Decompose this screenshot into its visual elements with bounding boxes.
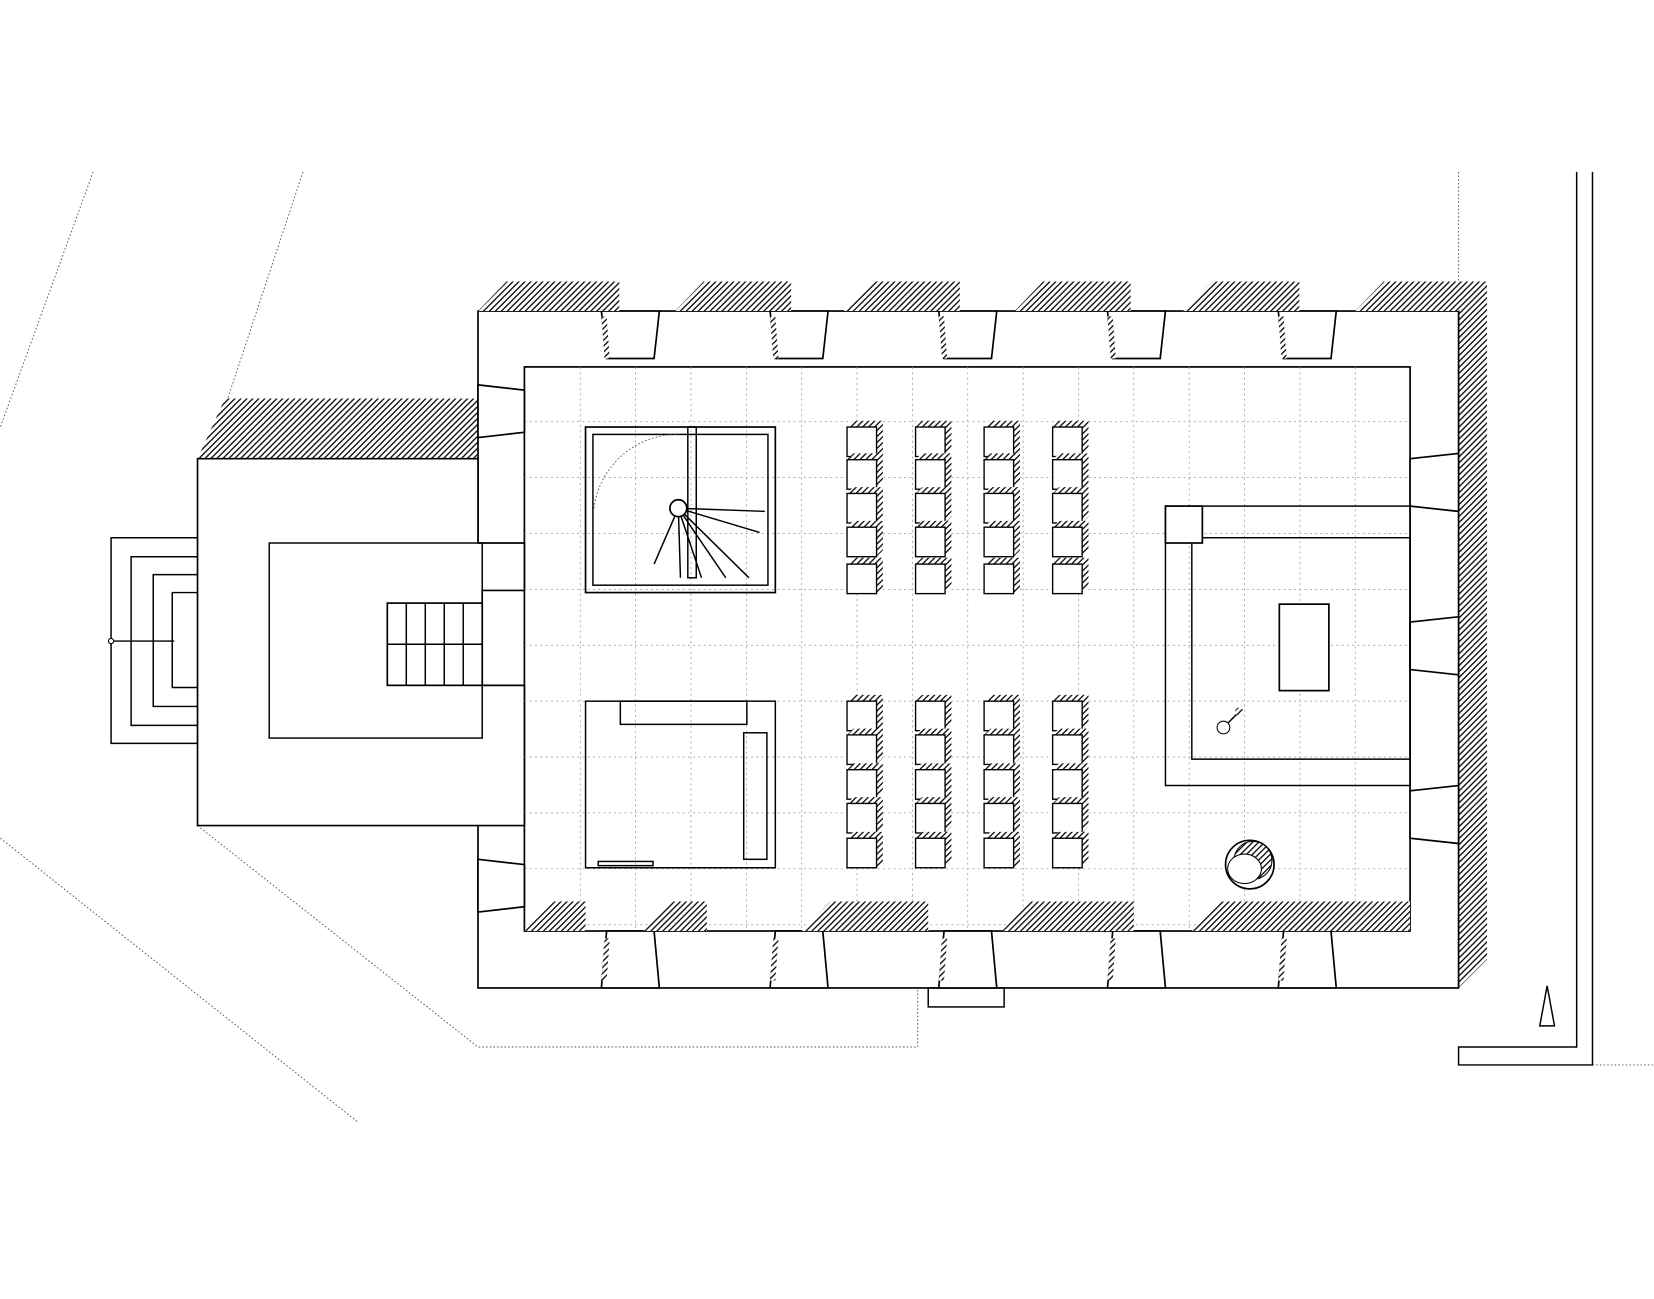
wall-shadow	[1355, 281, 1459, 312]
window-reveal	[770, 938, 779, 981]
chair	[1051, 453, 1089, 490]
site-boundary-lines	[0, 171, 1654, 1124]
window-reveal	[1278, 938, 1287, 981]
window	[1409, 452, 1460, 513]
window	[1409, 784, 1460, 845]
chair	[983, 453, 1020, 490]
window	[600, 310, 661, 360]
chair	[1051, 797, 1089, 834]
chair	[914, 763, 952, 800]
spiral-stair-icon	[593, 433, 765, 579]
chair	[914, 797, 952, 834]
chair	[914, 487, 952, 524]
window	[769, 930, 829, 989]
entry-steps	[107, 536, 198, 745]
chair	[846, 694, 883, 732]
chair	[1051, 557, 1089, 595]
window	[1409, 615, 1460, 676]
chancel-platform	[1164, 505, 1411, 787]
chair	[846, 797, 883, 834]
window	[1106, 930, 1167, 989]
window	[477, 383, 526, 439]
wall-shadow	[643, 901, 707, 932]
chair	[1051, 763, 1089, 800]
window-reveal	[601, 316, 610, 359]
chair	[914, 557, 952, 595]
window	[1106, 310, 1167, 360]
wall-shadow	[843, 281, 960, 312]
window-reveal	[938, 316, 948, 359]
window-reveal	[1107, 938, 1116, 981]
chair	[983, 694, 1020, 732]
chair	[983, 487, 1020, 524]
roof-edge-shadows	[477, 281, 1459, 932]
chair	[914, 520, 952, 558]
chair	[914, 831, 952, 869]
chair	[983, 520, 1020, 558]
window	[1277, 930, 1338, 989]
chair	[1051, 831, 1089, 869]
chair	[983, 420, 1020, 458]
chair	[1051, 420, 1089, 458]
window	[937, 930, 998, 989]
chair	[846, 420, 883, 458]
chair	[983, 728, 1020, 766]
windows	[477, 310, 1460, 989]
wall-shadow	[1002, 901, 1134, 932]
chair	[914, 453, 952, 490]
window	[769, 310, 829, 360]
sacristy-room	[584, 700, 777, 869]
chair	[983, 831, 1020, 869]
chair	[846, 728, 883, 766]
window-reveal	[601, 938, 610, 981]
property-wall	[1457, 171, 1594, 1066]
window-reveal	[1107, 316, 1116, 359]
chair	[914, 694, 952, 732]
wall-shadow	[1183, 281, 1300, 312]
altar	[1278, 603, 1330, 692]
chair	[983, 797, 1020, 834]
north-arrow-icon	[1538, 985, 1556, 1027]
chair	[846, 487, 883, 524]
chair	[846, 763, 883, 800]
chair	[983, 763, 1020, 800]
chair	[914, 728, 952, 766]
chair	[846, 557, 883, 595]
chair	[914, 420, 952, 458]
chair	[1051, 520, 1089, 558]
wall-shadow	[524, 901, 586, 932]
seating	[846, 420, 1089, 869]
chair	[846, 520, 883, 558]
window-reveal	[770, 316, 779, 359]
wall-shadow	[1014, 281, 1131, 312]
chair	[846, 831, 883, 869]
chair	[1051, 694, 1089, 732]
chair	[983, 557, 1020, 595]
window-reveal	[1278, 316, 1287, 359]
baptismal-font-icon	[1224, 839, 1275, 890]
wall-shadow	[675, 281, 792, 312]
window	[477, 858, 526, 913]
window	[1277, 310, 1338, 360]
stair-room	[584, 426, 777, 594]
window	[600, 930, 661, 989]
window	[937, 310, 998, 360]
chair	[846, 453, 883, 490]
wall-shadow	[801, 901, 929, 932]
stair-flight	[386, 602, 484, 687]
chair	[1051, 728, 1089, 766]
chair	[1051, 487, 1089, 524]
window-reveal	[938, 938, 948, 981]
wall-shadow	[477, 281, 620, 312]
wall-shadow	[1191, 901, 1411, 932]
